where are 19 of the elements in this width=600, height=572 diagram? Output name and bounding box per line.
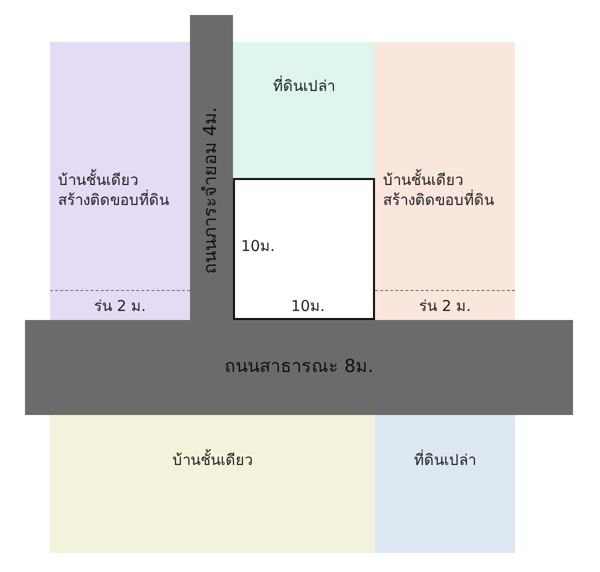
plot-label: บ้านชั้นเดียว สร้างติดขอบที่ดิน xyxy=(58,170,170,210)
subject-plot xyxy=(233,178,375,320)
road-label: ถนนสาธารณะ 8ม. xyxy=(224,356,374,378)
easement-road xyxy=(190,15,233,320)
plot-label: บ้านชั้นเดียว xyxy=(172,450,254,470)
plot-label: ที่ดินเปล่า xyxy=(272,76,336,96)
house-plot xyxy=(50,415,375,553)
public-road xyxy=(25,320,573,415)
house-plot xyxy=(50,42,190,320)
setback-label: ร่น 2 ม. xyxy=(93,296,147,316)
setback-label: ร่น 2 ม. xyxy=(418,296,472,316)
plot-label: ที่ดินเปล่า xyxy=(413,450,477,470)
road-label: ถนนภาระจำยอม 4ม. xyxy=(200,107,222,274)
dimension-label: 10ม. xyxy=(241,236,275,256)
vacant-plot xyxy=(375,415,515,553)
house-plot xyxy=(375,42,515,320)
dimension-label: 10ม. xyxy=(291,296,325,316)
plot-label: บ้านชั้นเดียว สร้างติดขอบที่ดิน xyxy=(383,170,495,210)
vacant-plot xyxy=(233,42,375,178)
